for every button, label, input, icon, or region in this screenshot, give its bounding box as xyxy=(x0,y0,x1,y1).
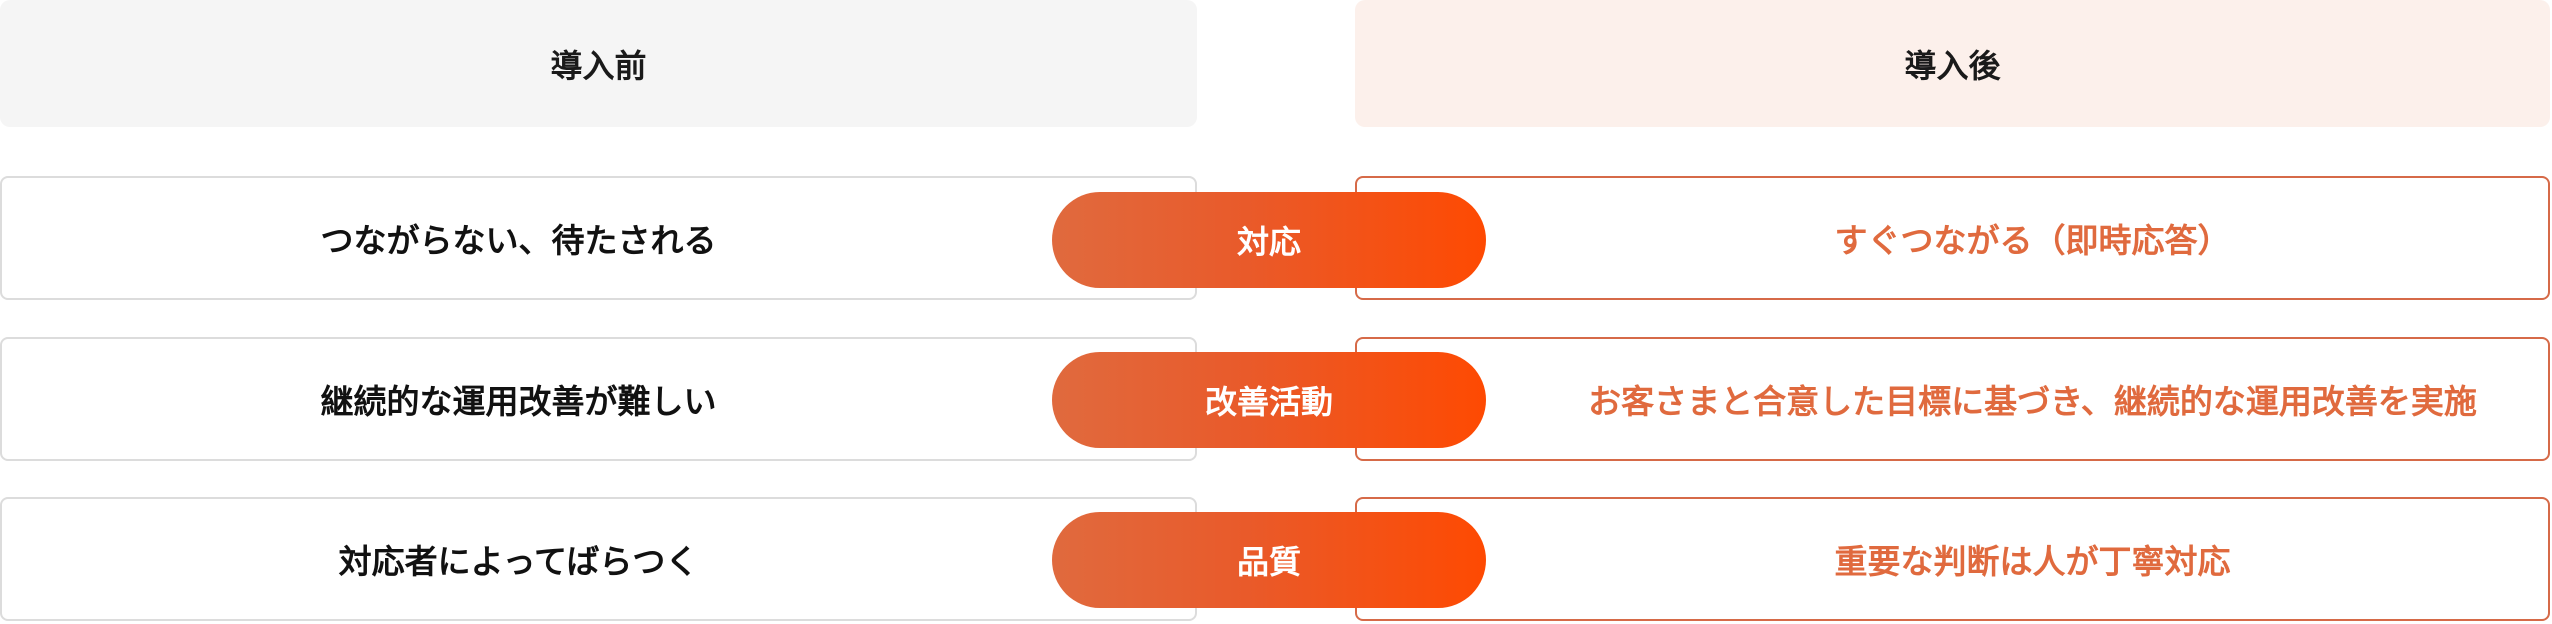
after-item-quality: 重要な判断は人が丁寧対応 xyxy=(1355,497,2550,621)
category-label: 品質 xyxy=(1236,543,1301,581)
before-item-response: つながらない、待たされる xyxy=(0,176,1197,300)
before-text: 対応者によってばらつく xyxy=(338,542,699,581)
after-item-response: すぐつながる（即時応答） xyxy=(1355,176,2550,300)
category-pill-quality: 品質 xyxy=(1052,512,1486,608)
before-item-improvement: 継続的な運用改善が難しい xyxy=(0,337,1197,461)
before-header-label: 導入前 xyxy=(550,46,647,85)
after-text: お客さまと合意した目標に基づき、継続的な運用改善を実施 xyxy=(1588,382,2477,421)
after-text: 重要な判断は人が丁寧対応 xyxy=(1834,542,2231,581)
after-item-improvement: お客さまと合意した目標に基づき、継続的な運用改善を実施 xyxy=(1355,337,2550,461)
after-header: 導入後 xyxy=(1355,0,2550,127)
before-text: 継続的な運用改善が難しい xyxy=(320,382,717,421)
after-text: すぐつながる（即時応答） xyxy=(1834,221,2231,260)
after-header-label: 導入後 xyxy=(1904,46,2001,85)
before-header: 導入前 xyxy=(0,0,1197,127)
category-pill-response: 対応 xyxy=(1052,192,1486,288)
before-text: つながらない、待たされる xyxy=(320,221,717,260)
category-pill-improvement: 改善活動 xyxy=(1052,352,1486,448)
category-label: 対応 xyxy=(1236,223,1301,261)
before-item-quality: 対応者によってばらつく xyxy=(0,497,1197,621)
category-label: 改善活動 xyxy=(1204,383,1333,421)
